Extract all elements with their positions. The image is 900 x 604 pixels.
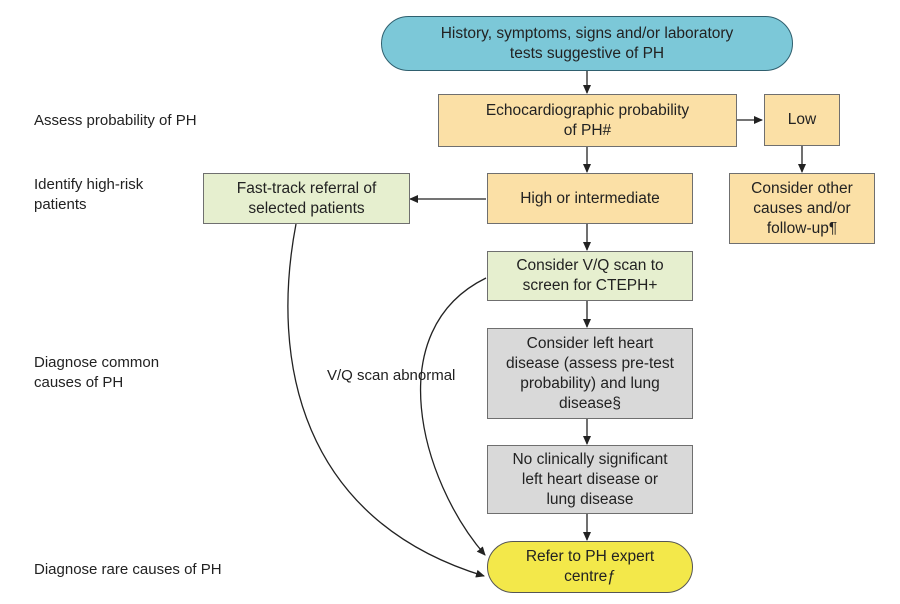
arrow-vq-abnormal-to-refer [419, 277, 487, 556]
high-intermediate-node: High or intermediate [487, 173, 693, 224]
fast-track-node: Fast-track referral of selected patients [203, 173, 410, 224]
row-label-assess: Assess probability of PH [34, 112, 197, 129]
other-causes-node: Consider other causes and/or follow-up¶ [729, 173, 875, 244]
edge-label-vq-abnormal: V/Q scan abnormal [327, 367, 456, 384]
arrow-fast-track-to-refer [287, 223, 485, 578]
low-node: Low [764, 94, 840, 146]
left-heart-node: Consider left heart disease (assess pre-… [487, 328, 693, 419]
row-label-diagnose-rare: Diagnose rare causes of PH [34, 561, 222, 578]
echo-probability-node: Echocardiographic probability of PH# [438, 94, 737, 147]
vq-scan-node: Consider V/Q scan to screen for CTEPH+ [487, 251, 693, 301]
refer-expert-centre-node: Refer to PH expert centreƒ [487, 541, 693, 593]
no-significant-disease-node: No clinically significant left heart dis… [487, 445, 693, 514]
row-label-identify: Identify high-risk patients [34, 176, 144, 213]
start-node: History, symptoms, signs and/or laborato… [381, 16, 793, 71]
row-label-diagnose-common: Diagnose common causes of PH [34, 354, 160, 391]
